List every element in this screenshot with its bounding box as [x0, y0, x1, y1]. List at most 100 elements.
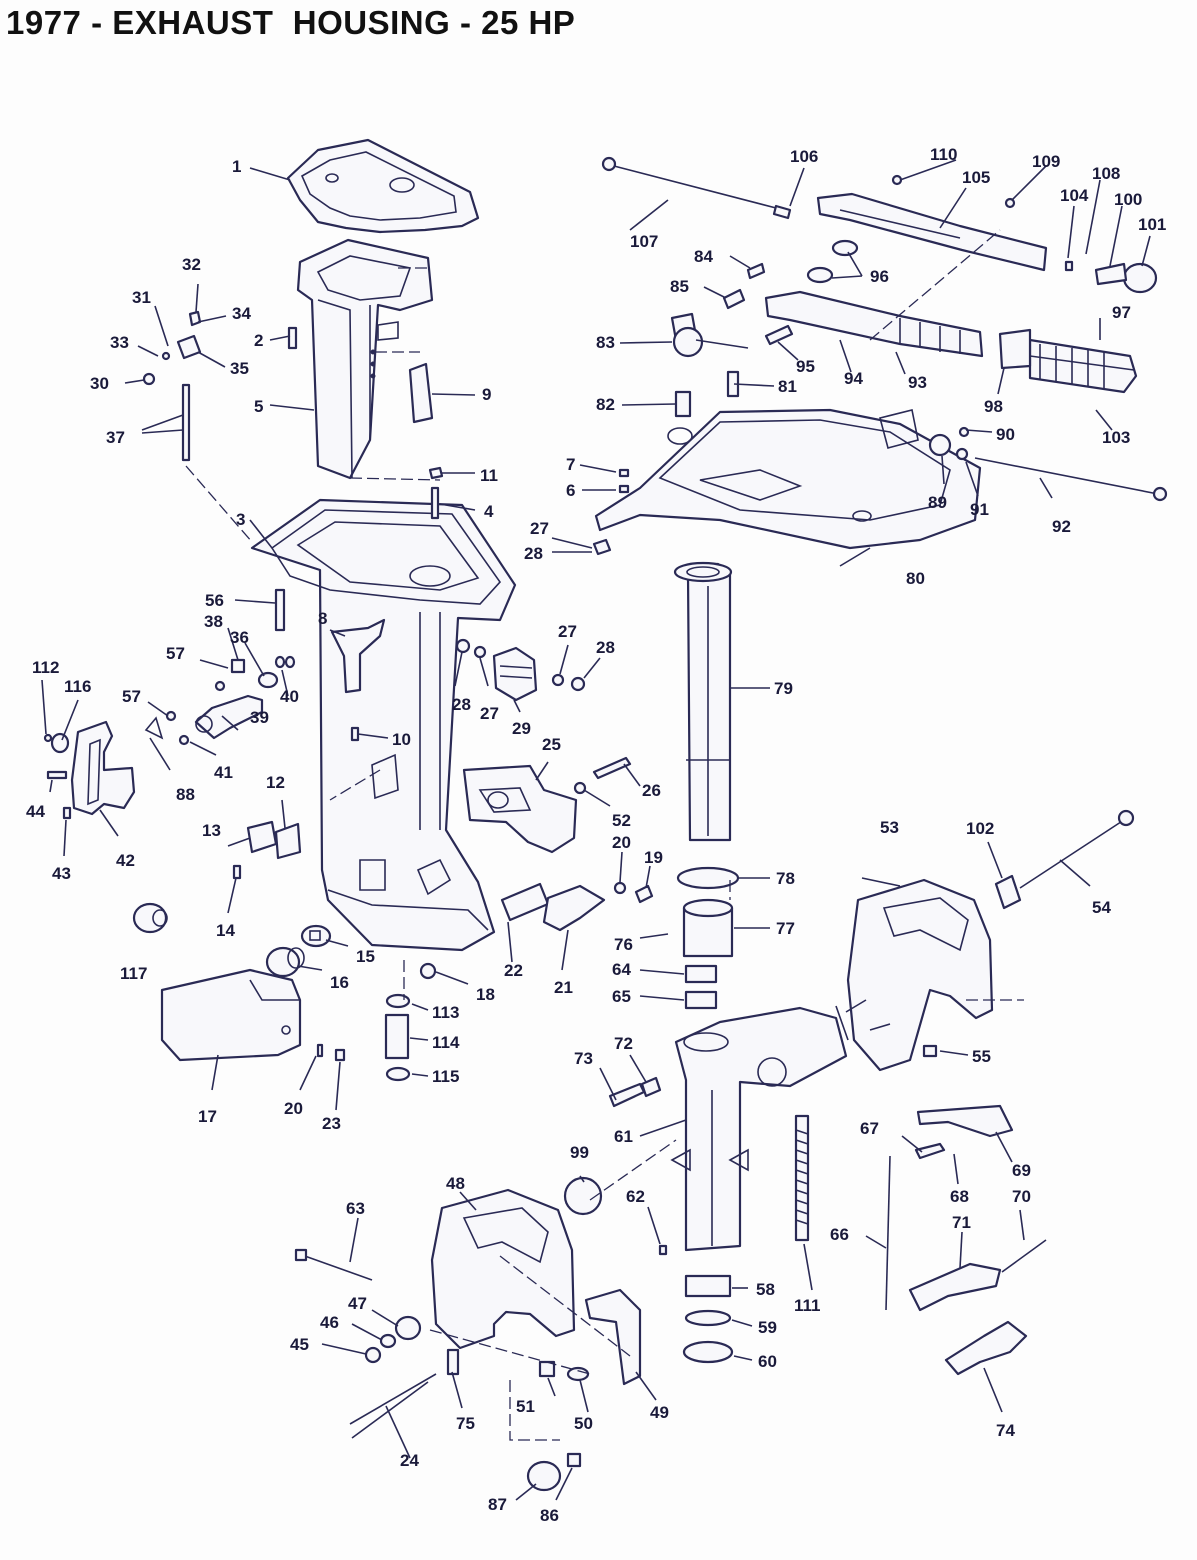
part-label-75: 75 — [456, 1414, 475, 1433]
adapter-tube-drawing — [296, 238, 434, 480]
part-label-101: 101 — [1138, 215, 1166, 234]
part-label-91: 91 — [970, 500, 989, 519]
part-label-112: 112 — [32, 658, 59, 677]
exhaust-housing-drawing — [250, 498, 517, 952]
part-label-113: 113 — [432, 1003, 459, 1022]
part-label-51: 51 — [516, 1397, 535, 1416]
part-label-74: 74 — [996, 1421, 1015, 1440]
part-label-111: 111 — [794, 1296, 821, 1315]
part-label-72: 72 — [614, 1034, 633, 1053]
part-number-labels: 1 2 3 4 5 6 7 8 9 10 11 12 13 14 15 16 1… — [26, 145, 1166, 1525]
part-label-7: 7 — [566, 455, 575, 474]
part-label-77: 77 — [776, 919, 795, 938]
lower-cover-drawing — [160, 968, 302, 1062]
part-label-20b: 20 — [284, 1099, 303, 1118]
part-label-105: 105 — [962, 168, 990, 187]
part-label-53: 53 — [880, 818, 899, 837]
part-label-32: 32 — [182, 255, 201, 274]
part-label-66: 66 — [830, 1225, 849, 1244]
part-label-17: 17 — [198, 1107, 217, 1126]
part-label-58: 58 — [756, 1280, 775, 1299]
part-label-41: 41 — [214, 763, 233, 782]
part-label-8: 8 — [318, 609, 327, 628]
part-label-95: 95 — [796, 357, 815, 376]
part-label-26: 26 — [642, 781, 661, 800]
part-label-69: 69 — [1012, 1161, 1031, 1180]
part-label-59: 59 — [758, 1318, 777, 1337]
part-label-87: 87 — [488, 1495, 507, 1514]
part-label-86: 86 — [540, 1506, 559, 1525]
part-label-34: 34 — [232, 304, 251, 323]
part-label-63: 63 — [346, 1199, 365, 1218]
part-label-9: 9 — [482, 385, 491, 404]
part-label-12: 12 — [266, 773, 285, 792]
part-label-98: 98 — [984, 397, 1003, 416]
part-label-14: 14 — [216, 921, 235, 940]
part-label-27c: 27 — [558, 622, 577, 641]
part-label-78: 78 — [776, 869, 795, 888]
part-label-117: 117 — [120, 964, 147, 983]
part-label-43: 43 — [52, 864, 71, 883]
part-label-52: 52 — [612, 811, 631, 830]
part-label-28b: 28 — [452, 695, 471, 714]
part-label-88: 88 — [176, 785, 195, 804]
part-label-60: 60 — [758, 1352, 777, 1371]
part-label-107: 107 — [630, 232, 658, 251]
part-label-90: 90 — [996, 425, 1015, 444]
part-label-11: 11 — [480, 466, 498, 485]
steering-handle-drawing — [764, 239, 984, 358]
part-label-61: 61 — [614, 1127, 633, 1146]
part-label-23: 23 — [322, 1114, 341, 1133]
washer-drawing — [300, 924, 332, 948]
mount-bushing-drawing — [455, 638, 654, 904]
part-label-13: 13 — [202, 821, 221, 840]
part-label-18: 18 — [476, 985, 495, 1004]
part-label-97: 97 — [1112, 303, 1131, 322]
part-label-20a: 20 — [612, 833, 631, 852]
part-label-81: 81 — [778, 377, 797, 396]
part-label-56: 56 — [205, 591, 224, 610]
part-label-65: 65 — [612, 987, 631, 1006]
part-label-37: 37 — [106, 428, 125, 447]
small-hardware-left — [43, 310, 444, 1082]
gasket-drawing — [286, 138, 480, 234]
part-label-57a: 57 — [166, 644, 185, 663]
part-label-45: 45 — [290, 1335, 309, 1354]
part-label-108: 108 — [1092, 164, 1120, 183]
part-label-83: 83 — [596, 333, 615, 352]
part-label-73: 73 — [574, 1049, 593, 1068]
water-screen-drawing — [500, 882, 606, 932]
part-label-48: 48 — [446, 1174, 465, 1193]
support-bracket-drawing — [50, 720, 136, 816]
tilt-lock-drawing — [885, 1104, 1047, 1376]
part-label-110: 110 — [930, 145, 957, 164]
part-label-68: 68 — [950, 1187, 969, 1206]
part-label-5: 5 — [254, 397, 263, 416]
part-label-46: 46 — [320, 1313, 339, 1332]
part-label-40: 40 — [280, 687, 299, 706]
part-label-104: 104 — [1060, 186, 1089, 205]
part-label-80: 80 — [906, 569, 925, 588]
part-label-16: 16 — [330, 973, 349, 992]
cap-drawing — [265, 946, 305, 978]
part-label-6: 6 — [566, 481, 575, 500]
part-label-28c: 28 — [596, 638, 615, 657]
part-label-30: 30 — [90, 374, 109, 393]
part-label-44: 44 — [26, 802, 45, 821]
part-label-96: 96 — [870, 267, 889, 286]
part-label-4: 4 — [484, 502, 494, 521]
part-label-109: 109 — [1032, 152, 1060, 171]
part-label-35: 35 — [230, 359, 249, 378]
part-label-2: 2 — [254, 331, 263, 350]
part-label-15: 15 — [356, 947, 375, 966]
part-label-70: 70 — [1012, 1187, 1031, 1206]
part-label-85: 85 — [670, 277, 689, 296]
part-label-84: 84 — [694, 247, 713, 266]
part-label-116: 116 — [64, 677, 91, 696]
stern-bracket-left-drawing — [294, 1176, 642, 1492]
side-mount-drawing — [462, 764, 578, 854]
stern-bracket-right-drawing — [846, 809, 1135, 1072]
part-label-100: 100 — [1114, 190, 1142, 209]
part-label-10: 10 — [392, 730, 411, 749]
